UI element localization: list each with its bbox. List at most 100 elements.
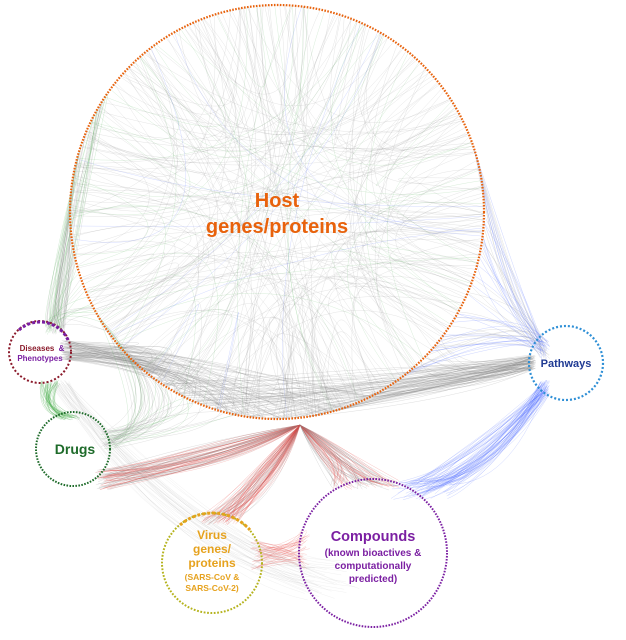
network-edge: [63, 234, 72, 330]
network-edge: [52, 382, 79, 418]
network-edge: [231, 424, 301, 517]
network-edge: [107, 398, 190, 438]
network-edge: [452, 320, 550, 347]
network-edge: [377, 359, 532, 394]
network-edge: [426, 354, 532, 368]
network-edge: [60, 379, 305, 578]
network-edge: [229, 424, 301, 517]
network-edge: [178, 367, 532, 395]
network-edge: [282, 72, 430, 419]
network-edge: [97, 424, 301, 471]
network-edge: [64, 344, 353, 406]
network-edge: [415, 386, 545, 500]
network-edge: [108, 293, 424, 359]
network-edge: [75, 162, 205, 349]
network-edge: [103, 388, 173, 434]
network-edge: [402, 394, 547, 501]
network-edge: [201, 424, 301, 516]
network-edge: [425, 330, 549, 357]
network-edge: [174, 32, 483, 237]
network-edge: [313, 201, 484, 416]
network-edge: [113, 84, 473, 149]
network-edge: [255, 547, 307, 569]
network-edge: [269, 5, 469, 162]
network-edge: [95, 112, 480, 210]
network-edge: [103, 424, 301, 479]
network-edge: [60, 343, 229, 414]
network-edge: [299, 424, 336, 487]
network-edge: [109, 424, 301, 482]
network-edge: [443, 385, 550, 493]
network-edge: [53, 383, 63, 420]
network-edge: [108, 424, 301, 471]
network-edge: [183, 10, 266, 397]
network-edge: [480, 247, 541, 355]
network-edge: [240, 13, 335, 416]
network-edge: [230, 424, 301, 518]
network-edge: [235, 359, 533, 416]
network-edge: [45, 384, 63, 419]
network-edge: [49, 115, 95, 326]
network-edge: [109, 411, 222, 440]
network-edge: [395, 361, 531, 383]
network-edge: [85, 196, 484, 291]
compounds-label-line4: predicted): [349, 574, 397, 585]
network-edge: [70, 16, 345, 217]
network-edge: [364, 52, 416, 366]
network-edge: [104, 359, 145, 432]
network-edge: [72, 34, 384, 198]
network-edge: [299, 9, 474, 278]
network-edge: [46, 384, 74, 418]
network-edge: [103, 424, 301, 482]
network-edge: [42, 384, 67, 419]
network-edge: [45, 312, 97, 328]
network-edge: [108, 424, 301, 476]
network-edge: [420, 385, 547, 483]
network-edge: [257, 551, 302, 561]
network-edge: [120, 76, 310, 417]
network-edge: [50, 384, 350, 567]
network-edge: [400, 186, 484, 235]
drugs-node-ring: [35, 411, 111, 487]
network-edge: [419, 361, 532, 369]
network-edge: [219, 366, 532, 412]
network-edge: [476, 158, 548, 343]
network-edge: [63, 190, 72, 328]
network-edge: [219, 424, 301, 517]
network-edge: [142, 54, 334, 412]
network-edge: [411, 356, 535, 370]
network-edge: [103, 380, 165, 444]
network-edge: [250, 546, 306, 567]
network-edge: [470, 283, 541, 343]
network-edge: [411, 388, 549, 495]
network-edge: [222, 424, 301, 523]
network-edge: [181, 317, 333, 412]
network-edge: [299, 424, 376, 488]
network-edge: [302, 238, 483, 417]
network-edge: [170, 356, 536, 390]
network-edge: [299, 424, 375, 486]
network-edge: [48, 108, 98, 327]
network-edge: [97, 424, 301, 485]
network-edge: [113, 309, 289, 419]
network-edge: [449, 379, 547, 484]
network-edge: [256, 531, 302, 556]
network-edge: [226, 424, 301, 520]
network-edge: [62, 346, 153, 371]
diseases-word: Diseases: [20, 344, 55, 353]
network-edge: [237, 424, 301, 517]
network-edge: [413, 361, 536, 379]
network-edge: [414, 387, 547, 496]
network-edge: [65, 381, 337, 584]
network-edge: [65, 358, 240, 416]
network-edge: [114, 391, 177, 447]
network-edge: [40, 382, 61, 416]
network-edge: [55, 324, 108, 334]
network-edge: [103, 424, 301, 489]
network-edge: [62, 352, 219, 411]
network-edge: [67, 343, 266, 419]
network-edge: [194, 360, 535, 402]
network-edge: [417, 380, 550, 495]
network-edge: [174, 31, 478, 265]
network-edge: [238, 424, 301, 519]
